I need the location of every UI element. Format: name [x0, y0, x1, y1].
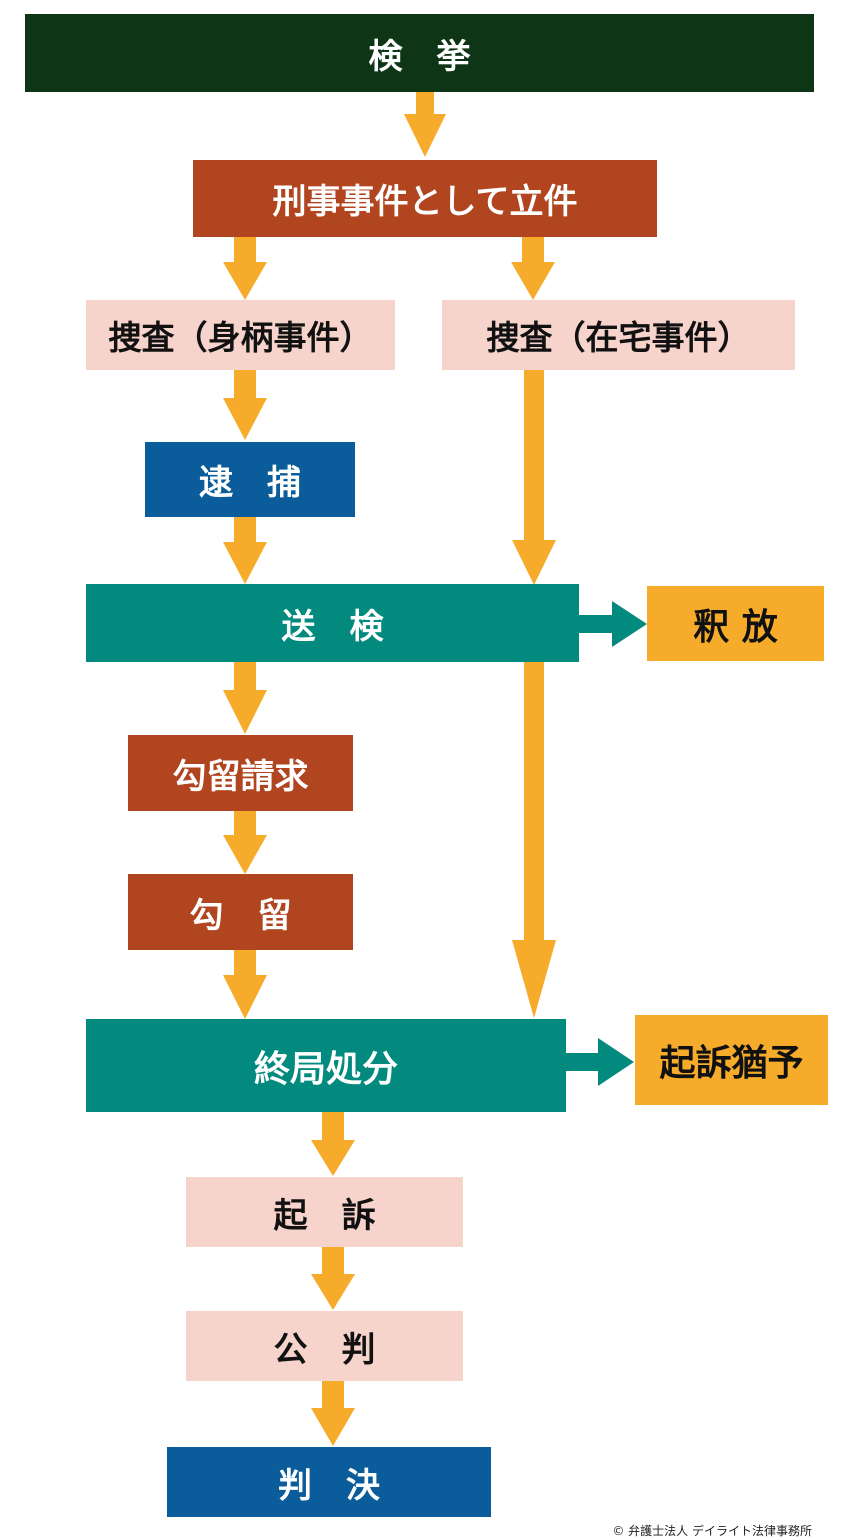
arrow-final-to-indictment: [311, 1112, 355, 1176]
detention-box: 勾 留: [128, 874, 353, 950]
arrow-home-to-referral: [512, 370, 556, 585]
suspension-prosecution-box: 起訴猶予: [635, 1015, 828, 1105]
arrow-detention-to-final: [223, 950, 267, 1019]
arrow-request-to-detention: [223, 811, 267, 874]
arrow-custody-to-arrest: [223, 370, 267, 440]
arrow-referral-to-request: [223, 662, 267, 734]
arrow-indictment-to-trial: [311, 1247, 355, 1310]
arrow-kenkyo-to-rikken: [404, 92, 446, 157]
arrow-trial-to-judgment: [311, 1381, 355, 1446]
trial-box: 公 判: [186, 1311, 463, 1381]
release-box: 釈 放: [647, 586, 824, 661]
arrow-arrest-to-referral: [223, 517, 267, 584]
final-disposition-box: 終局処分: [86, 1019, 566, 1112]
investigation-home-box: 捜査（在宅事件）: [442, 300, 795, 370]
judgment-box: 判 決: [167, 1447, 491, 1517]
rikken-box: 刑事事件として立件: [193, 160, 657, 237]
arrow-referral-to-release: [578, 601, 647, 647]
arrow-home-to-final: [512, 662, 556, 1018]
investigation-custody-box: 捜査（身柄事件）: [86, 300, 395, 370]
indictment-box: 起 訴: [186, 1177, 463, 1247]
arrow-rikken-to-custody: [223, 237, 267, 300]
kenkyo-box: 検 挙: [25, 14, 814, 92]
teal-arrows: [566, 601, 647, 1086]
orange-arrows: [223, 92, 556, 1446]
detention-request-box: 勾留請求: [128, 735, 353, 811]
copyright-credit: © 弁護士法人 デイライト法律事務所: [612, 1524, 812, 1538]
arrest-box: 逮 捕: [145, 442, 355, 517]
referral-box: 送 検: [86, 584, 579, 662]
arrow-rikken-to-home: [511, 237, 555, 300]
arrow-final-to-suspension: [566, 1038, 634, 1086]
